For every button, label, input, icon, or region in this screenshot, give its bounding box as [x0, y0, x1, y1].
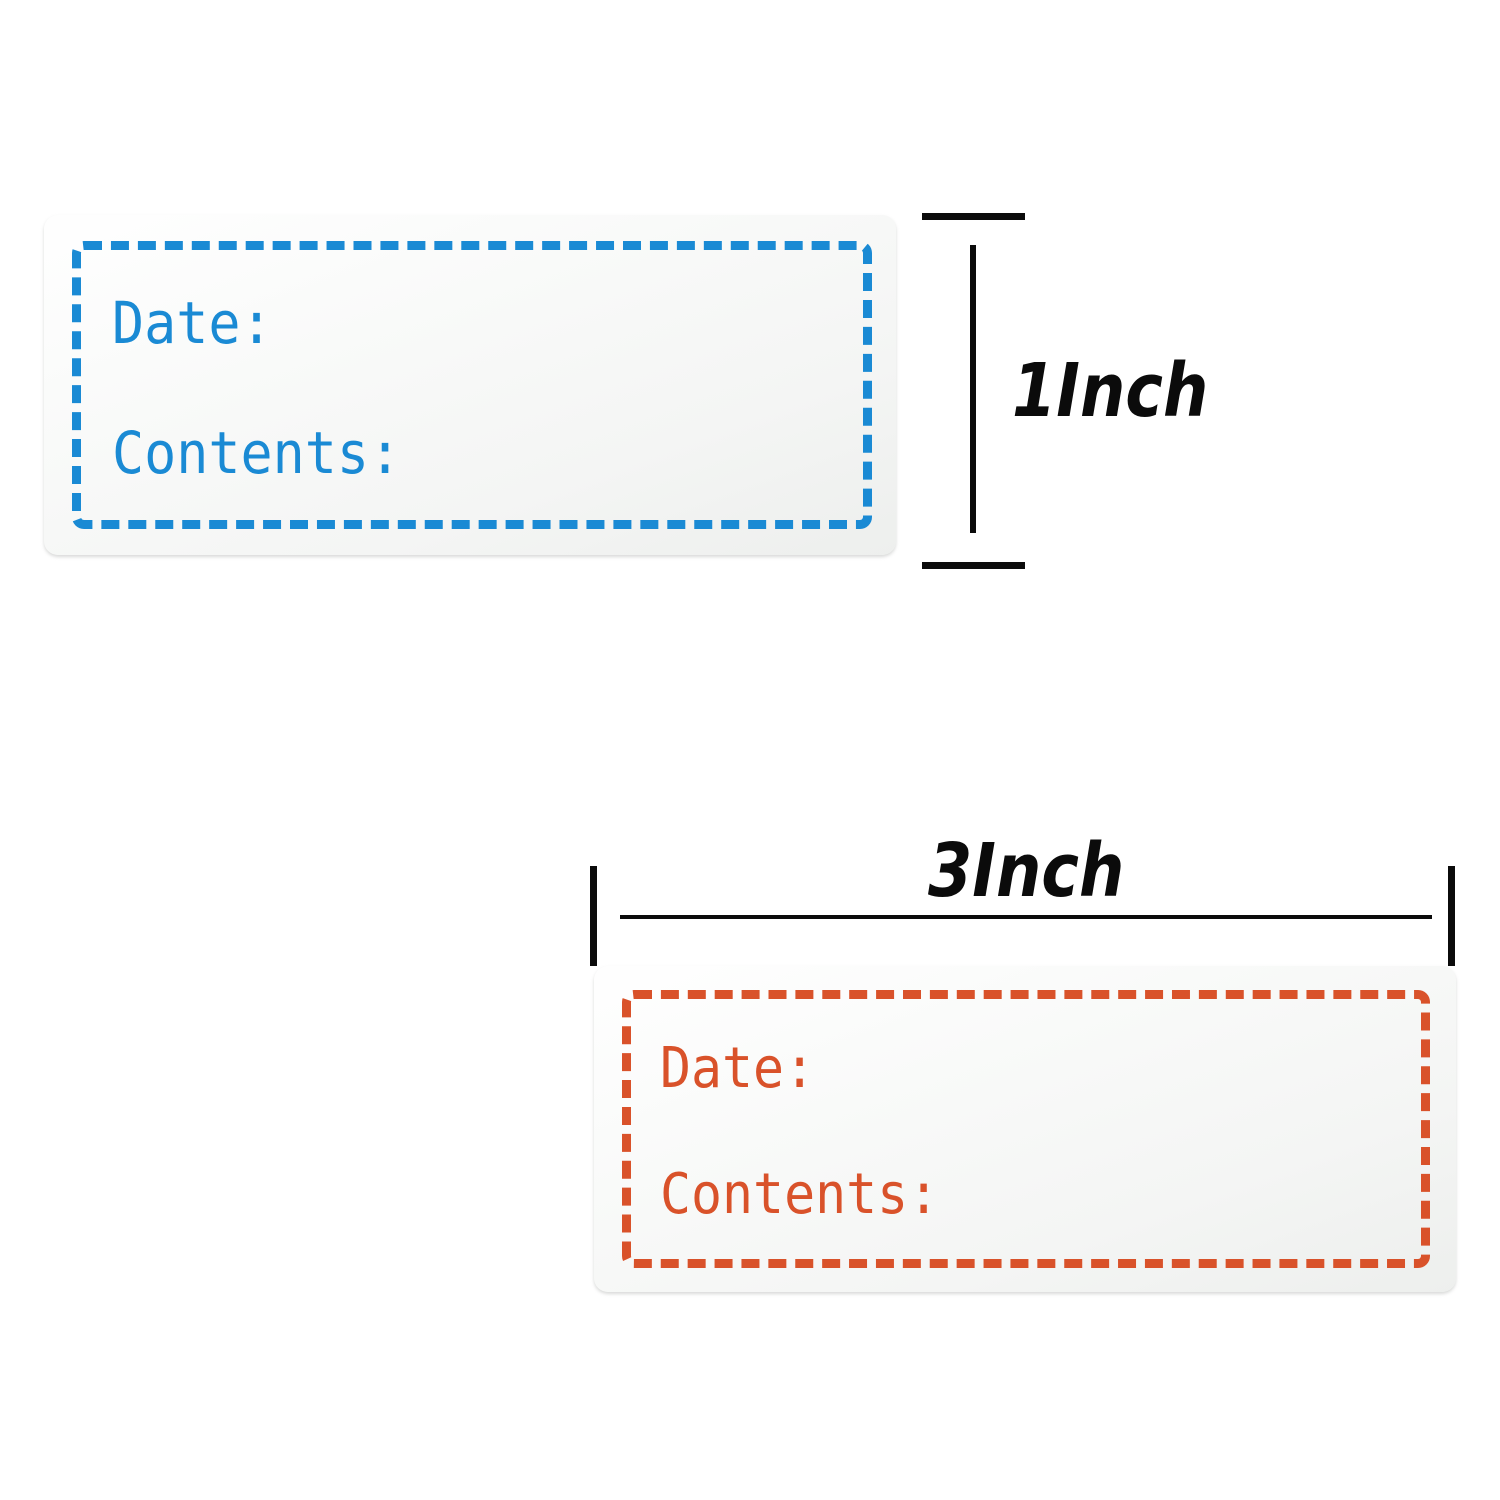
height-dimension-top-cap: [922, 213, 1025, 220]
blue-label-date-field: Date:: [112, 289, 273, 357]
width-dimension-line: [620, 915, 1432, 919]
height-dimension-line: [970, 245, 976, 533]
width-dimension-left-cap: [590, 866, 597, 966]
height-dimension-bottom-cap: [922, 562, 1025, 569]
blue-label-dashed-border: [72, 241, 872, 529]
width-dimension-label: 3Inch: [928, 828, 1125, 914]
orange-label-contents-field: Contents:: [660, 1162, 940, 1227]
orange-label-dashed-border: [622, 990, 1430, 1268]
blue-label-contents-field: Contents:: [112, 419, 402, 487]
blue-label-sticker: Date: Contents:: [44, 215, 896, 555]
height-dimension-label: 1Inch: [1012, 348, 1209, 434]
orange-label-sticker: Date: Contents:: [594, 966, 1456, 1292]
width-dimension-right-cap: [1448, 866, 1455, 966]
orange-label-date-field: Date:: [660, 1036, 816, 1101]
